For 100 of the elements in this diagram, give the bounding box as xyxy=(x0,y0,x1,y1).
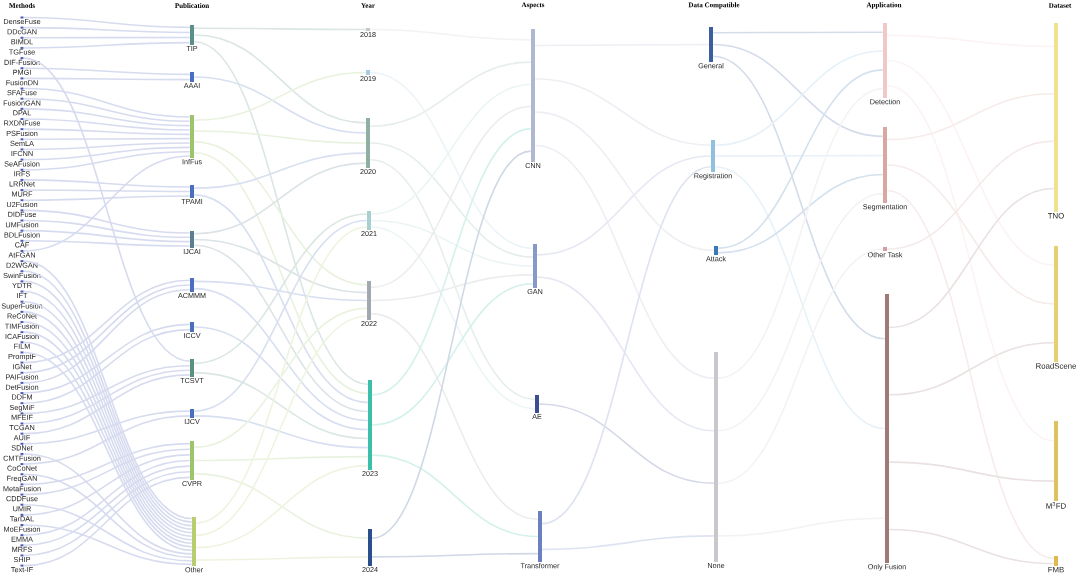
flow-band xyxy=(195,315,368,537)
flow-band xyxy=(22,155,191,252)
flow-band xyxy=(22,374,191,435)
flow-band xyxy=(22,219,191,239)
flow-band xyxy=(193,455,369,462)
flow-band xyxy=(538,403,715,485)
flow-band xyxy=(193,141,368,286)
flow-band xyxy=(22,229,191,243)
flow-band xyxy=(22,118,191,131)
flow-band xyxy=(193,213,368,365)
flow-band xyxy=(371,282,534,426)
flow-band xyxy=(22,26,191,34)
flow-band xyxy=(886,164,1055,305)
flow-band xyxy=(193,194,369,404)
flow-band xyxy=(371,552,539,558)
flow-band xyxy=(193,238,368,294)
flow-band xyxy=(193,27,367,31)
flow-band xyxy=(22,364,191,415)
flow-band xyxy=(370,219,534,267)
flow-band xyxy=(534,78,712,146)
flow-band xyxy=(22,454,191,516)
flow-band xyxy=(193,76,367,134)
flow-band xyxy=(886,189,1055,560)
flow-band xyxy=(369,61,532,127)
flow-band xyxy=(886,93,1055,141)
flow-band xyxy=(369,28,532,41)
flow-band xyxy=(22,524,193,566)
flow-band xyxy=(536,276,715,432)
flow-band xyxy=(193,34,367,124)
flow-band xyxy=(22,41,191,49)
flow-band xyxy=(712,31,884,34)
flow-band xyxy=(193,71,367,121)
flow-band xyxy=(22,36,191,39)
flow-band xyxy=(193,130,367,144)
flow-band xyxy=(193,280,368,302)
flow-band xyxy=(717,87,884,379)
flow-band xyxy=(22,77,191,81)
flow-band xyxy=(534,144,715,379)
flow-band xyxy=(886,59,1055,267)
flow-band xyxy=(195,556,369,561)
flow-band xyxy=(22,87,191,118)
flow-band xyxy=(22,128,191,136)
flow-band xyxy=(193,151,369,395)
flow-band xyxy=(193,307,368,449)
flow-band xyxy=(22,410,191,445)
flow-band xyxy=(193,41,369,386)
flow-band xyxy=(22,189,191,193)
flow-band xyxy=(22,448,191,496)
flow-band xyxy=(22,459,191,536)
flow-band xyxy=(193,162,367,235)
flow-band xyxy=(370,83,532,215)
flow-band xyxy=(370,105,532,289)
flow-band xyxy=(22,442,191,486)
flow-band xyxy=(717,517,886,537)
flow-band xyxy=(195,226,368,524)
flow-band xyxy=(886,34,1055,48)
flow-band xyxy=(22,503,193,562)
flow-band xyxy=(370,226,536,410)
flow-band xyxy=(22,108,191,127)
flow-band xyxy=(712,43,884,138)
flow-band xyxy=(371,454,539,538)
flow-band xyxy=(370,274,534,302)
flow-band xyxy=(541,166,712,525)
flow-band xyxy=(22,16,191,29)
flow-band xyxy=(22,146,191,161)
flow-band xyxy=(888,461,1055,482)
flow-band xyxy=(886,140,1055,250)
flow-band xyxy=(888,528,1055,565)
flow-band xyxy=(22,137,191,141)
flow-band xyxy=(888,187,1055,329)
flow-band xyxy=(22,142,191,151)
flow-band xyxy=(193,152,367,189)
flow-band xyxy=(195,464,369,549)
flow-band xyxy=(717,69,884,249)
flow-band xyxy=(22,209,191,234)
flow-band xyxy=(714,50,884,146)
flow-band xyxy=(717,248,884,485)
flow-band xyxy=(22,328,191,404)
flow-band xyxy=(22,67,191,76)
flow-band xyxy=(22,179,191,188)
flow-band xyxy=(370,312,539,521)
flow-band xyxy=(193,371,369,440)
flow-band xyxy=(22,279,191,364)
flow-band xyxy=(22,369,191,425)
flow-band xyxy=(536,155,712,256)
flow-band xyxy=(717,173,884,254)
flow-band xyxy=(371,150,532,539)
flow-band xyxy=(534,111,715,252)
flow-band xyxy=(193,326,369,431)
flow-band xyxy=(371,128,532,396)
flow-band xyxy=(886,84,1055,442)
flow-band xyxy=(369,71,534,250)
flow-band xyxy=(193,472,369,539)
flow-band xyxy=(541,535,715,551)
flow-band xyxy=(22,195,191,201)
flow-band xyxy=(22,97,191,123)
flow-band xyxy=(193,287,369,422)
flow-band xyxy=(22,240,191,247)
flow-band xyxy=(22,465,191,547)
flow-band xyxy=(712,55,886,340)
